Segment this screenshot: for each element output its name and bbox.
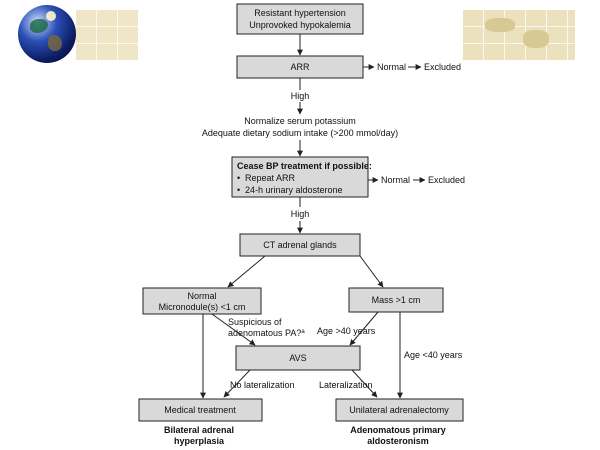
adenomatous-caption-line1: Adenomatous primary [350,425,446,435]
globe-logo-icon [18,5,76,63]
unilateral-label: Unilateral adrenalectomy [349,405,449,415]
adenomatous-caption-line2: aldosteronism [367,436,429,446]
cease-normal-label: Normal [381,175,410,185]
normal-micronodule-node: Normal Micronodule(s) <1 cm [142,287,262,315]
avs-label: AVS [289,353,306,363]
bilateral-caption-line1: Bilateral adrenal [164,425,234,435]
start-line1: Resistant hypertension [254,8,346,18]
edge-mass-avs [349,311,379,346]
normal-micro-line2: Micronodule(s) <1 cm [159,302,246,312]
cease-bullet-icon: • [237,173,240,183]
no-lateralization-label: No lateralization [230,380,295,390]
globe-highlight [46,11,56,21]
prep-line2: Adequate dietary sodium intake (>200 mmo… [202,128,398,138]
avs-node: AVS [235,345,361,371]
edge-normal-avs [211,313,256,346]
medical-label: Medical treatment [164,405,236,415]
medical-treatment-node: Medical treatment [138,398,263,422]
arr-excluded-label: Excluded [424,62,461,72]
map-banner-left [76,10,138,60]
cease-item1: Repeat ARR [245,173,296,183]
age-under-label: Age <40 years [404,350,463,360]
cease-title: Cease BP treatment if possible: [237,161,372,171]
start-node: Resistant hypertension Unprovoked hypoka… [236,3,364,35]
cease-excluded-label: Excluded [428,175,465,185]
edge-ct-mass [359,255,384,288]
lateralization-label: Lateralization [319,380,373,390]
cease-item2: 24-h urinary aldosterone [245,185,343,195]
mass-node: Mass >1 cm [348,287,444,313]
normal-micro-line1: Normal [187,291,216,301]
age-over-label: Age >40 years [317,326,376,336]
unilateral-adrenalectomy-node: Unilateral adrenalectomy [335,398,464,422]
high-label-2: High [291,209,310,219]
high-label-1: High [291,91,310,101]
suspicious-line2: adenomatous PA?a [228,328,305,338]
cease-bullet-icon: • [237,185,240,195]
ct-label: CT adrenal glands [263,240,337,250]
suspicious-text: adenomatous PA? [228,328,301,338]
arr-node: ARR [236,55,364,79]
map-landmass [485,18,515,32]
start-line2: Unprovoked hypokalemia [249,20,351,30]
edge-avs-unilateral [351,369,378,398]
arr-normal-label: Normal [377,62,406,72]
ct-node: CT adrenal glands [239,233,361,257]
edge-avs-medical [223,369,251,398]
edge-ct-normal [227,255,266,288]
map-landmass [523,30,549,48]
suspicious-footnote: a [301,329,305,335]
suspicious-line1: Suspicious of [228,317,282,327]
arr-label: ARR [290,62,310,72]
globe-land-shape [48,35,62,51]
mass-label: Mass >1 cm [372,295,421,305]
prep-line1: Normalize serum potassium [244,116,356,126]
globe-land-shape [30,19,48,33]
bilateral-caption-line2: hyperplasia [174,436,225,446]
map-banner-right [463,10,575,60]
cease-node: Cease BP treatment if possible: • Repeat… [231,156,372,198]
